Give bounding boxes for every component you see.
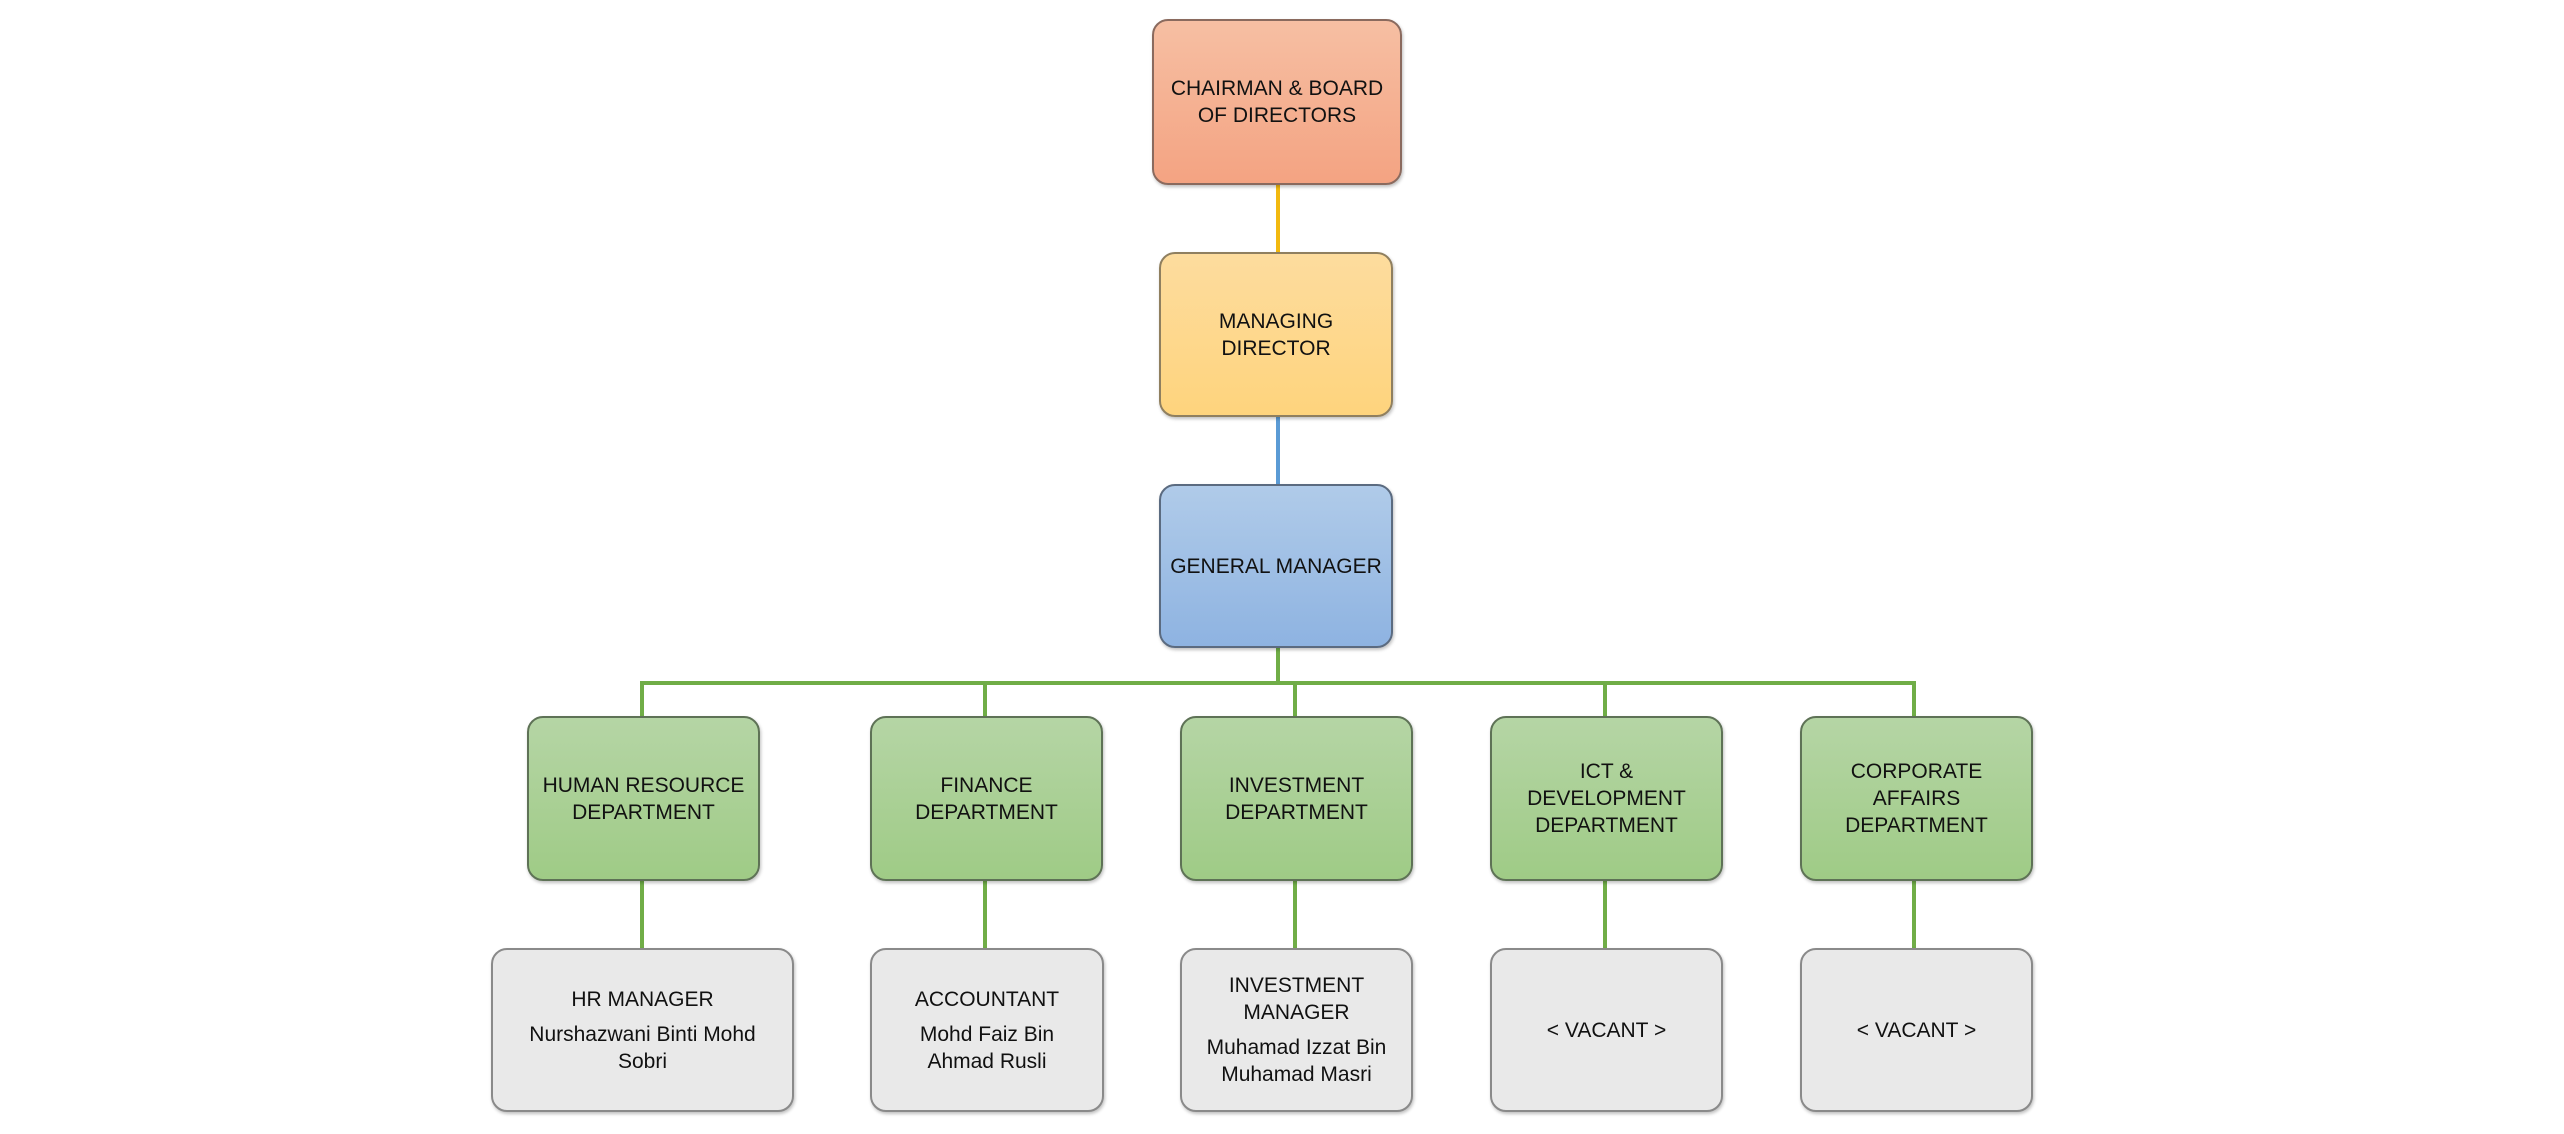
managing-director-node: MANAGING DIRECTOR — [1159, 252, 1393, 417]
connector-hr-dept — [640, 681, 644, 716]
general-manager-title: GENERAL MANAGER — [1170, 554, 1382, 578]
department-title: FINANCE DEPARTMENT — [915, 773, 1058, 824]
role-title: ACCOUNTANT — [914, 987, 1060, 1011]
investment-department-node: INVESTMENT DEPARTMENT — [1180, 716, 1413, 881]
accountant-node: ACCOUNTANT Mohd Faiz Bin Ahmad Rusli — [870, 948, 1104, 1112]
department-title: CORPORATE AFFAIRS DEPARTMENT — [1845, 760, 1988, 837]
role-person: Mohd Faiz Bin Ahmad Rusli — [919, 1022, 1055, 1073]
connector-investment-dept — [1293, 681, 1297, 716]
department-title: INVESTMENT DEPARTMENT — [1225, 773, 1368, 824]
role-title: INVESTMENT MANAGER — [1228, 974, 1365, 1024]
corporate-vacant-node: < VACANT > — [1800, 948, 2033, 1112]
role-person: Nurshazwani Binti Mohd Sobri — [529, 1022, 756, 1073]
connector-finance-role — [983, 881, 987, 948]
finance-department-node: FINANCE DEPARTMENT — [870, 716, 1103, 881]
connector-chairman-md — [1276, 185, 1280, 252]
connector-md-gm — [1276, 417, 1280, 484]
general-manager-node: GENERAL MANAGER — [1159, 484, 1393, 648]
chairman-node: CHAIRMAN & BOARD OF DIRECTORS — [1152, 19, 1402, 185]
connector-finance-dept — [983, 681, 987, 716]
investment-manager-node: INVESTMENT MANAGER Muhamad Izzat Bin Muh… — [1180, 948, 1413, 1112]
connector-gm-stem — [1276, 648, 1280, 685]
connector-ict-role — [1603, 881, 1607, 948]
role-title: < VACANT > — [1546, 1018, 1667, 1042]
corporate-affairs-department-node: CORPORATE AFFAIRS DEPARTMENT — [1800, 716, 2033, 881]
connector-investment-role — [1293, 881, 1297, 948]
hr-department-node: HUMAN RESOURCE DEPARTMENT — [527, 716, 760, 881]
connector-hr-role — [640, 881, 644, 948]
department-title: ICT & DEVELOPMENT DEPARTMENT — [1527, 760, 1686, 837]
connector-corporate-dept — [1912, 681, 1916, 716]
managing-director-title: MANAGING DIRECTOR — [1218, 309, 1334, 360]
connector-departments-bus — [640, 681, 1916, 685]
hr-manager-node: HR MANAGER Nurshazwani Binti Mohd Sobri — [491, 948, 794, 1112]
role-title: < VACANT > — [1856, 1018, 1977, 1042]
role-person: Muhamad Izzat Bin Muhamad Masri — [1206, 1036, 1387, 1086]
ict-department-node: ICT & DEVELOPMENT DEPARTMENT — [1490, 716, 1723, 881]
department-title: HUMAN RESOURCE DEPARTMENT — [542, 773, 745, 824]
connector-ict-dept — [1603, 681, 1607, 716]
connector-corporate-role — [1912, 881, 1916, 948]
ict-vacant-node: < VACANT > — [1490, 948, 1723, 1112]
chairman-title: CHAIRMAN & BOARD OF DIRECTORS — [1170, 77, 1384, 127]
role-title: HR MANAGER — [571, 987, 714, 1011]
